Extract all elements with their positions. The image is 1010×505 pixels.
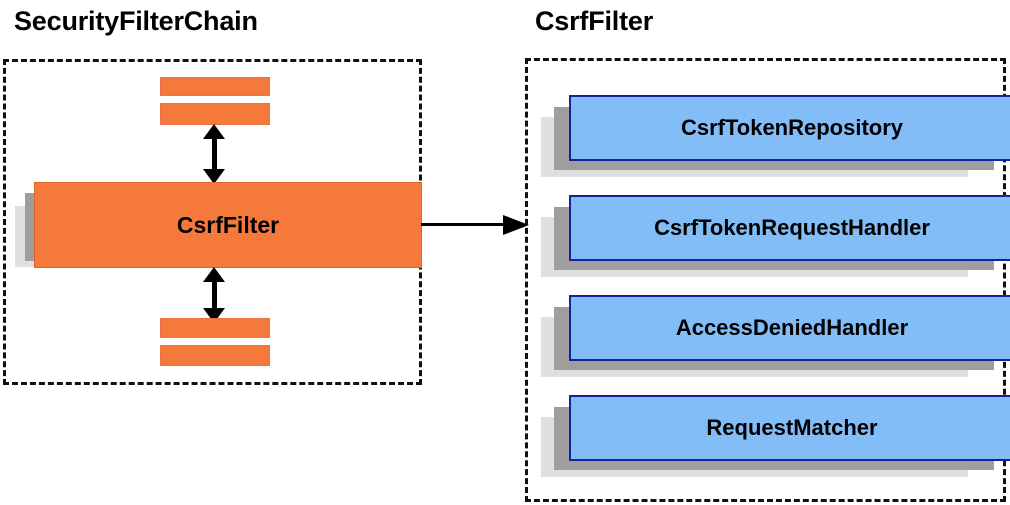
node-csrf-filter-label: CsrfFilter — [34, 182, 422, 268]
node-access-denied-handler[interactable]: AccessDeniedHandler — [541, 295, 1010, 400]
node-csrf-filter[interactable]: CsrfFilter — [15, 182, 422, 292]
node-request-matcher[interactable]: RequestMatcher — [541, 395, 1010, 500]
node-access-denied-handler-label: AccessDeniedHandler — [569, 295, 1010, 361]
arrowhead-up — [203, 267, 225, 282]
node-csrf-token-repository[interactable]: CsrfTokenRepository — [541, 95, 1010, 200]
panel-title-csrf-filter: CsrfFilter — [535, 6, 654, 36]
arrow-shaft — [212, 279, 217, 311]
arrowhead-down — [203, 169, 225, 184]
panel-title-security-filter-chain: SecurityFilterChain — [14, 6, 258, 36]
arrow-shaft — [212, 136, 217, 172]
panel-csrf-filter-detail — [525, 58, 1006, 502]
filter-bar-below-1 — [160, 318, 270, 338]
chain-arrow-up — [203, 124, 225, 184]
node-csrf-token-repository-label: CsrfTokenRepository — [569, 95, 1010, 161]
arrowhead-right — [503, 215, 529, 235]
filter-bar-above-1 — [160, 103, 270, 125]
node-csrf-token-request-handler-label: CsrfTokenRequestHandler — [569, 195, 1010, 261]
arrowhead-up — [203, 124, 225, 139]
expansion-arrow — [421, 215, 529, 235]
filter-bar-above-2 — [160, 77, 270, 96]
arrow-shaft — [421, 223, 507, 226]
node-request-matcher-label: RequestMatcher — [569, 395, 1010, 461]
filter-bar-below-2 — [160, 345, 270, 366]
node-csrf-token-request-handler[interactable]: CsrfTokenRequestHandler — [541, 195, 1010, 300]
chain-arrow-down — [203, 267, 225, 323]
